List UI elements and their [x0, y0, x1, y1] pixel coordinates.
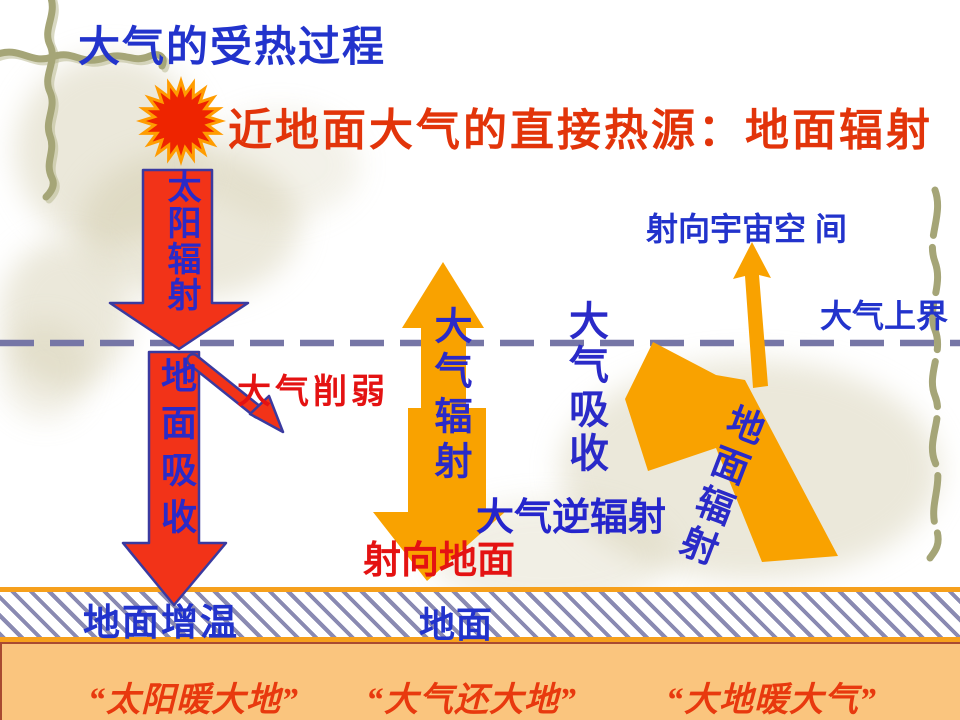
sun-starburst-icon	[136, 76, 226, 166]
atmos-weaken-arrow	[186, 353, 285, 434]
quote-atmos-returns-ground: “大气还大地”	[366, 682, 577, 719]
to-ground-label: 射向地面	[363, 540, 516, 582]
background-leaf-blob	[200, 110, 360, 220]
page-title: 大气的受热过程	[78, 25, 387, 71]
counter-radiation-label: 大气逆辐射	[476, 497, 667, 539]
vine-vertical	[42, 0, 57, 201]
atmos-top-label: 大气上界	[820, 298, 949, 334]
ground-radiation-arrow	[625, 342, 838, 562]
ground-warming-label: 地面增温	[83, 602, 239, 643]
ground-label: 地面	[419, 604, 494, 645]
solar-radiation-label: 太阳辐射	[162, 169, 200, 313]
background-leaf-blob	[0, 240, 130, 390]
to-space-arrow	[733, 242, 771, 388]
summary-panel	[0, 642, 960, 720]
vine-horizontal	[0, 48, 167, 70]
headline: 近地面大气的直接热源：地面辐射	[228, 106, 933, 155]
atmos-absorb-label: 大气吸收	[563, 300, 607, 476]
atmos-weaken-label: 大气削弱	[237, 373, 389, 411]
atmos-radiation-label: 大气辐射	[428, 306, 470, 486]
quote-sun-warms-ground: “太阳暖大地”	[88, 682, 299, 719]
quote-ground-warms-atmos: “大地暖大气”	[666, 682, 877, 719]
ground-absorb-label: 地面吸收	[156, 357, 197, 545]
ground-surface-band	[0, 587, 960, 642]
atmos-radiation-down-arrow	[373, 408, 505, 581]
background-leaf-blob	[0, 320, 90, 420]
to-space-label: 射向宇宙空 间	[646, 211, 847, 247]
solar-radiation-arrow	[108, 168, 250, 351]
vine-right-squiggle	[926, 186, 942, 562]
ground-absorb-arrow	[121, 350, 228, 607]
